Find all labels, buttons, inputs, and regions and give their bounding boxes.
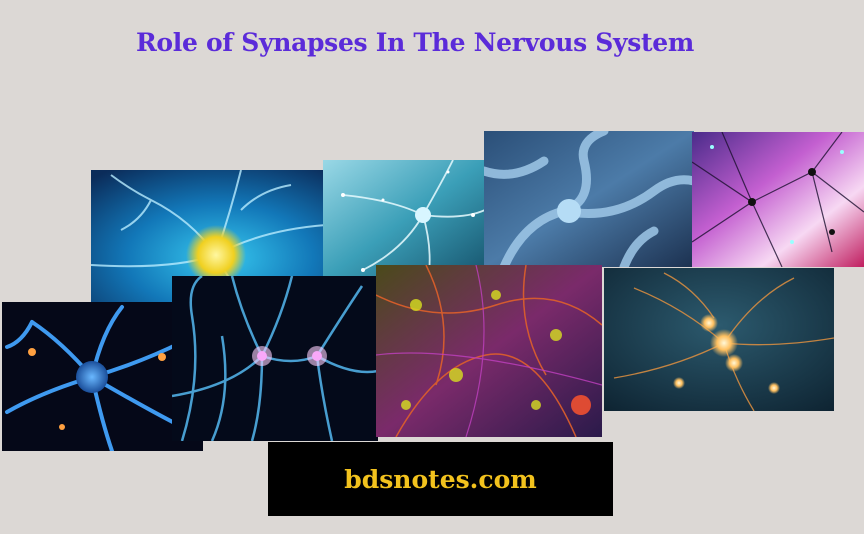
teal-neuron-white-dots-image <box>323 160 485 280</box>
colorful-neural-tissue-image <box>376 265 602 437</box>
pink-purple-network-image <box>692 132 864 267</box>
dark-teal-glowing-neurons-image <box>604 268 834 411</box>
page-title: Role of Synapses In The Nervous System <box>135 28 695 57</box>
blue-fibers-pink-cells-image <box>172 276 378 441</box>
site-brand-text: bdsnotes.com <box>344 464 537 494</box>
grey-blue-neurons-image <box>484 131 694 267</box>
blue-neuron-orange-glow-image <box>2 302 203 451</box>
site-brand-banner: bdsnotes.com <box>268 442 613 516</box>
